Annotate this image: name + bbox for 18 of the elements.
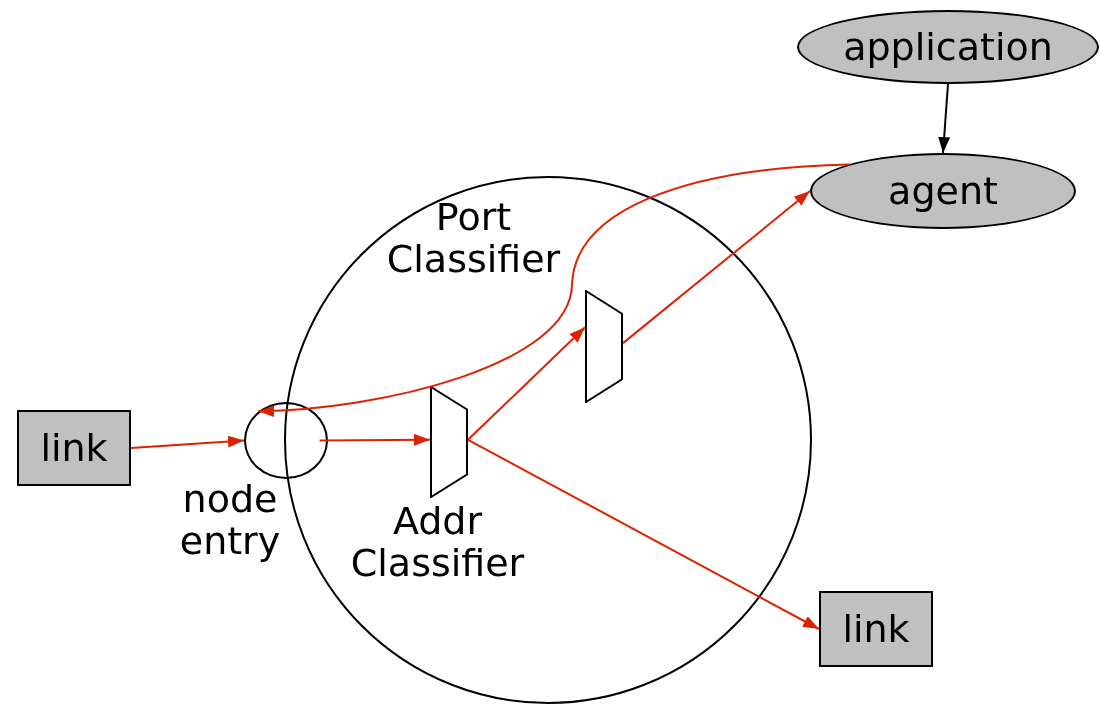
agent-ellipse: agent: [810, 153, 1076, 229]
entry-circle: [244, 402, 328, 479]
arrow: [622, 190, 811, 345]
arrow: [130, 435, 245, 449]
link-box: link: [17, 410, 131, 486]
arrow: [938, 83, 951, 154]
node-caption: Addr Classifier: [349, 500, 526, 584]
arrow: [467, 326, 586, 441]
classifier-trapezoid: [585, 290, 623, 403]
arrow: [318, 433, 431, 446]
link-box: link: [819, 591, 933, 667]
arrow: [467, 438, 820, 630]
arrow: [257, 163, 851, 417]
classifier-trapezoid: [430, 386, 468, 498]
node-caption: node entry: [178, 478, 282, 562]
node-circle: [284, 176, 812, 704]
application-ellipse: application: [797, 10, 1099, 84]
node-caption: Port Classifier: [385, 196, 562, 280]
